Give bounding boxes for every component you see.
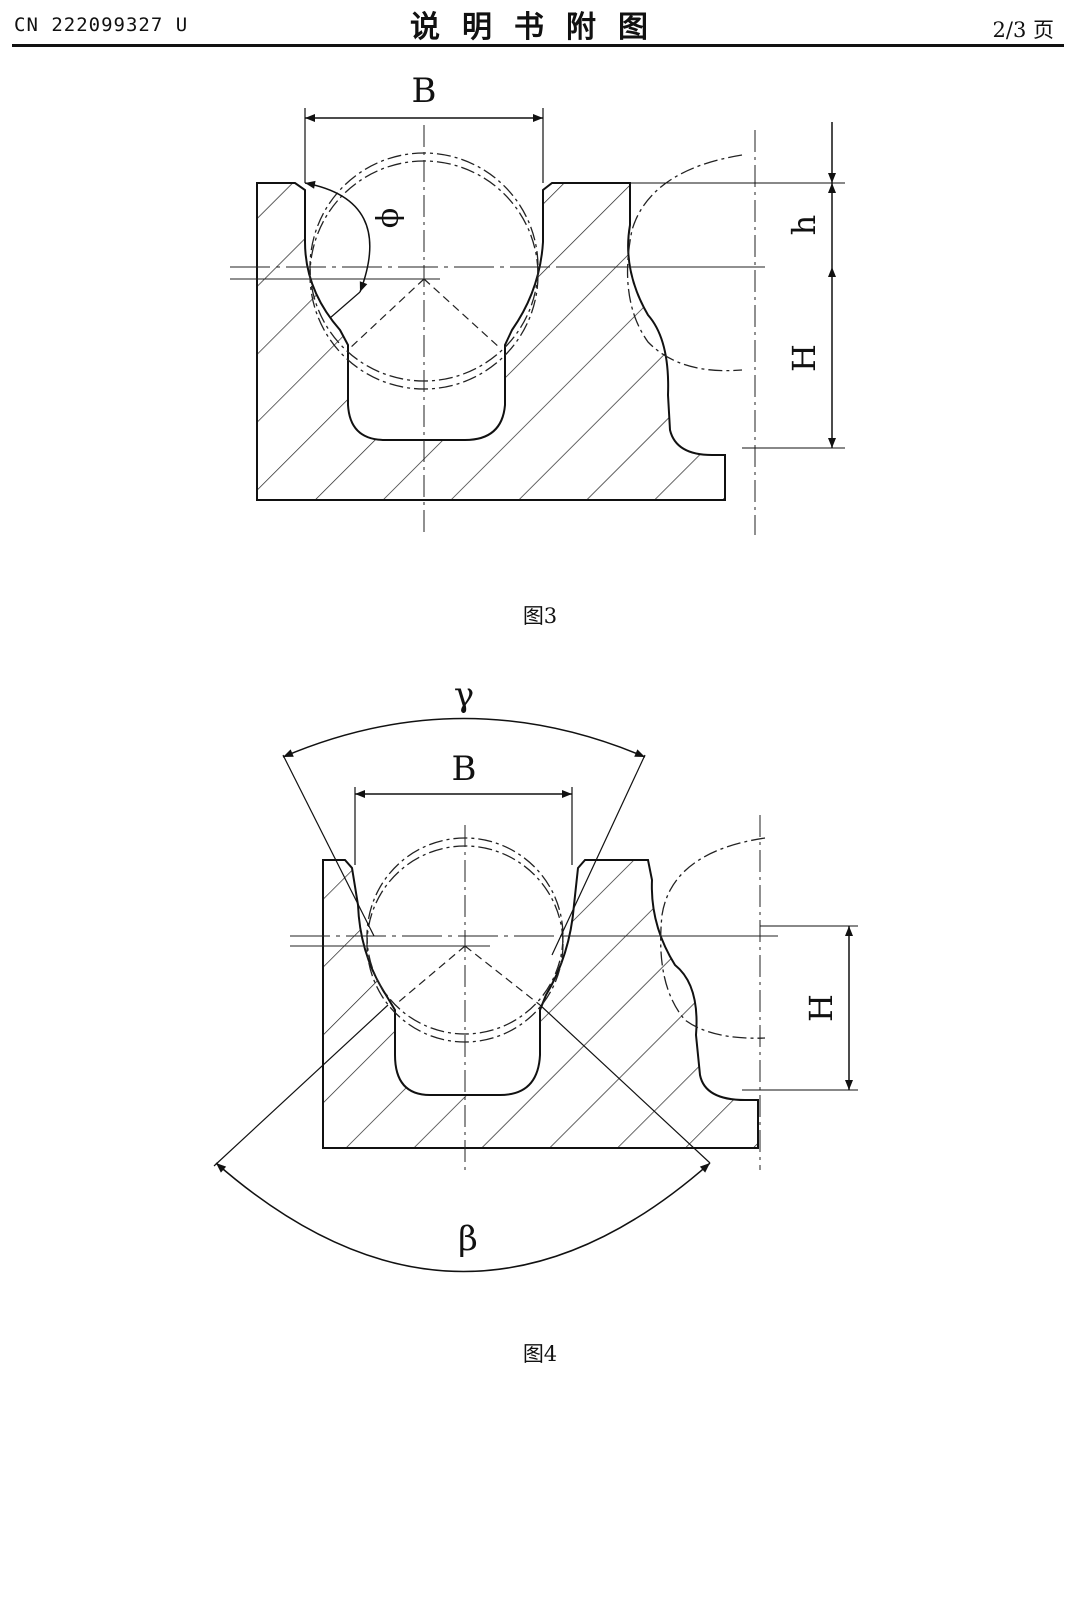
label-gamma: γ: [454, 675, 474, 715]
patent-number: CN 222099327 U: [14, 14, 189, 36]
label-B: B: [452, 749, 477, 789]
figure-3-caption: 图3: [522, 604, 558, 628]
header-rule: [12, 44, 1064, 47]
adjacent-ball-outline: [626, 154, 743, 372]
label-h: h: [785, 215, 823, 236]
hatched-block: [256, 182, 726, 501]
label-beta: β: [458, 1219, 478, 1259]
figure-4-caption: 图4: [522, 1342, 558, 1366]
page-title: 说明书附图: [410, 10, 670, 45]
label-H: H: [802, 994, 840, 1022]
label-B: B: [412, 71, 437, 111]
adjacent-ball-outline: [660, 837, 766, 1039]
figure-3-drawing: B ϕ h H: [230, 71, 845, 535]
label-phi: ϕ: [371, 208, 406, 228]
hatched-block: [322, 859, 759, 1149]
label-H: H: [785, 344, 823, 372]
page-number: 2/3 页: [992, 18, 1054, 42]
